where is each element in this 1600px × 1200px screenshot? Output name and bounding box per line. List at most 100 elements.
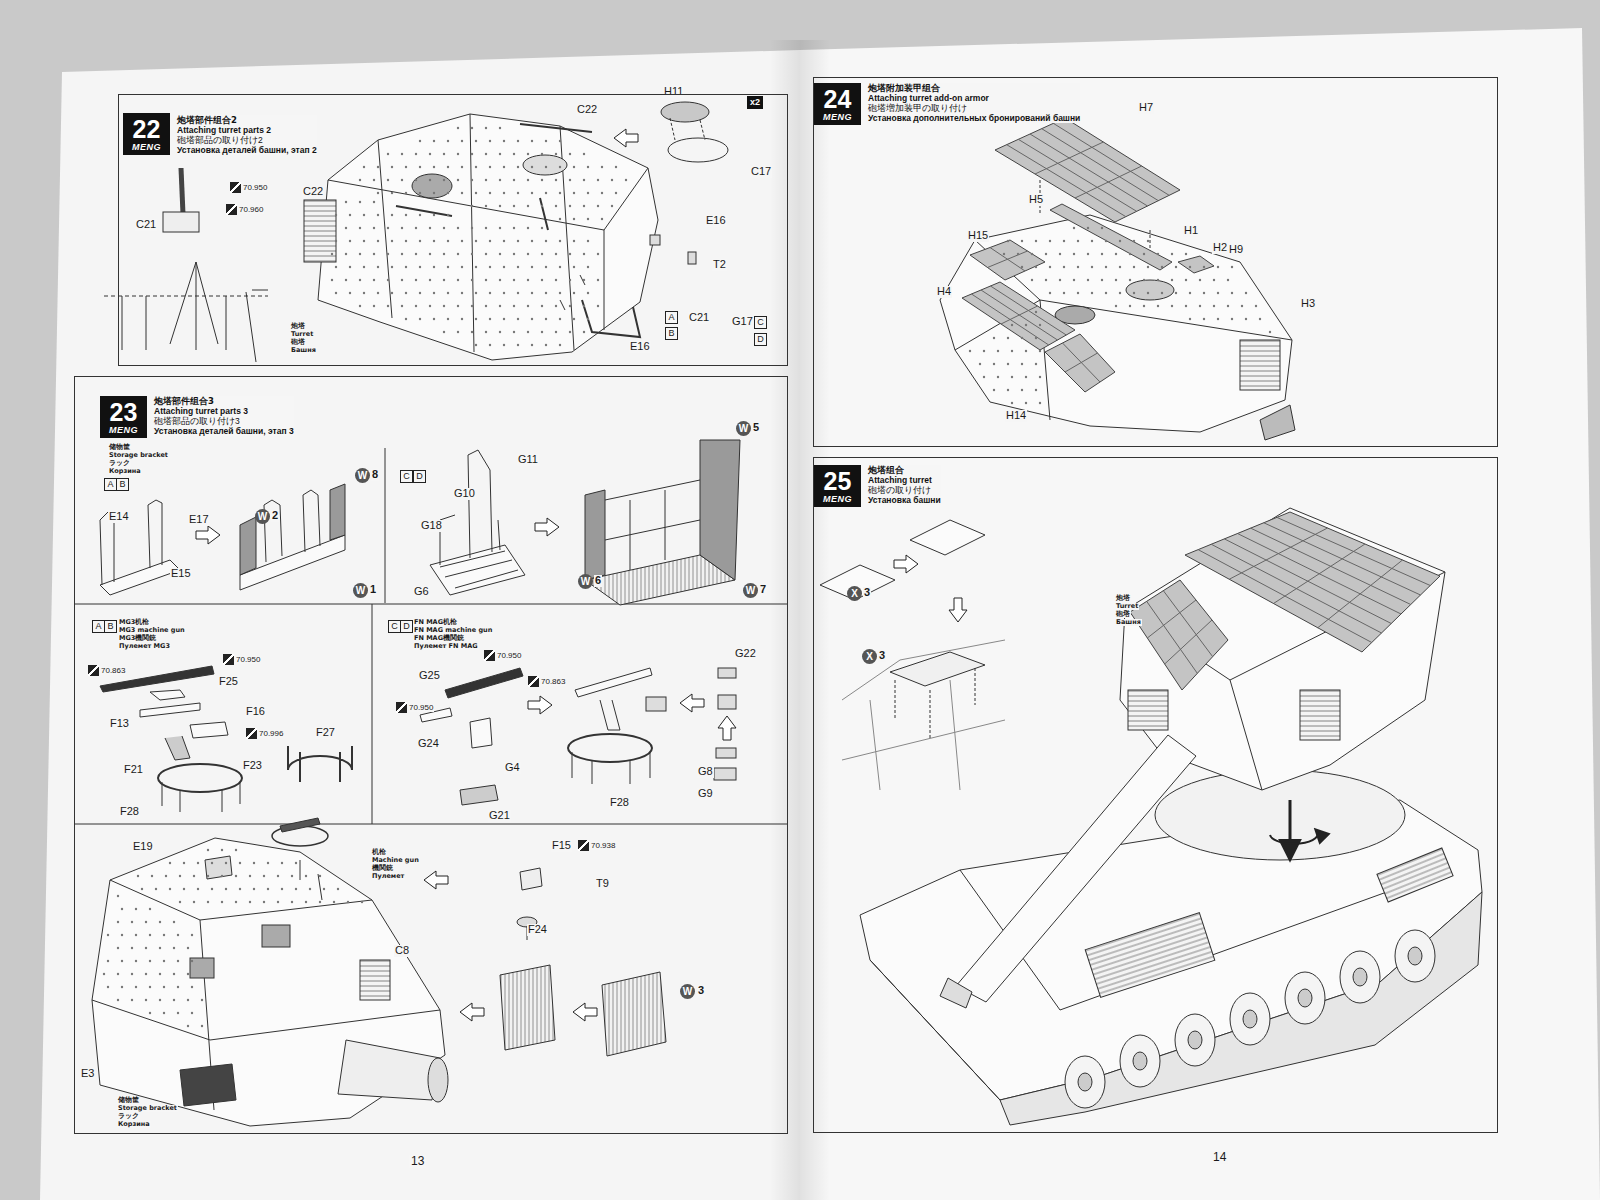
rivet-dot: [611, 205, 613, 207]
rivet-dot: [415, 227, 417, 229]
rivet-dot: [1171, 279, 1173, 281]
step-arrow: [614, 129, 638, 147]
rivet-dot: [373, 201, 375, 203]
step-badge-text: 22MENG: [132, 116, 161, 152]
tank-drawing: [1000, 892, 1482, 1125]
rivet-dot: [281, 888, 283, 890]
rivet-dot: [545, 192, 547, 194]
note-text: 砲塔: [1115, 611, 1131, 618]
rivet-dot: [405, 240, 407, 242]
rivet-dot: [1077, 292, 1079, 294]
rivet-dot: [145, 973, 147, 975]
rivet-dot: [461, 318, 463, 320]
tank-drawing: [940, 978, 972, 1008]
rivet-dot: [429, 227, 431, 229]
rivet-dot: [1035, 266, 1037, 268]
armor-plate: [1185, 512, 1440, 652]
rivet-dot: [1231, 266, 1233, 268]
part-number: C8: [394, 945, 410, 957]
part-number: E17: [188, 514, 210, 526]
rivet-dot: [583, 305, 585, 307]
turret-drawing: [92, 818, 666, 1126]
rivet-dot: [499, 279, 501, 281]
rivet-dot: [331, 253, 333, 255]
step-title: 砲塔増加装甲の取り付け: [868, 103, 1080, 113]
page-sheet: [40, 50, 800, 1200]
machine-gun-drawing: [718, 668, 736, 678]
rivet-dot: [1045, 253, 1047, 255]
rivet-dot: [363, 166, 365, 168]
rivet-dot: [117, 947, 119, 949]
part-number: F24: [527, 924, 548, 936]
rivet-dot: [159, 973, 161, 975]
step-number: 24: [823, 86, 852, 112]
rivet-dot: [461, 292, 463, 294]
rivet-dot: [349, 266, 351, 268]
step-title: 炮塔部件组合2: [177, 115, 317, 125]
rivet-dot: [391, 240, 393, 242]
rivet-dot: [1189, 266, 1191, 268]
rivet-dot: [333, 901, 335, 903]
rivet-dot: [443, 153, 445, 155]
divider: [385, 448, 386, 603]
rivet-dot: [489, 318, 491, 320]
note-text: Корзина: [108, 468, 142, 475]
rivet-dot: [135, 934, 137, 936]
marking-symbol: W: [355, 468, 370, 483]
armor-plate: [1045, 334, 1115, 392]
rivet-dot: [597, 279, 599, 281]
antenna-inset: [181, 168, 183, 214]
rivet-dot: [401, 153, 403, 155]
rivet-dot: [573, 166, 575, 168]
rivet-dot: [587, 240, 589, 242]
turret-drawing: [304, 102, 728, 360]
part-number: H3: [1300, 298, 1316, 310]
rivet-dot: [485, 305, 487, 307]
turret-drawing: [360, 960, 390, 1000]
note-text: Башня: [1115, 619, 1142, 626]
rivet-dot: [253, 888, 255, 890]
rivet-dot: [1035, 311, 1037, 313]
step-title: 砲塔部品の取り付け3: [154, 416, 294, 426]
note-text: 储物筐: [117, 1097, 140, 1104]
rivet-dot: [335, 214, 337, 216]
rivet-dot: [573, 192, 575, 194]
rivet-dot: [457, 227, 459, 229]
rivet-dot: [1059, 279, 1061, 281]
armor-plate-seam: [1063, 343, 1101, 382]
rivet-dot: [471, 305, 473, 307]
turret-drawing: [955, 240, 1292, 420]
machine-gun-drawing: [150, 690, 185, 700]
road-wheel: [1340, 951, 1380, 1003]
rivet-dot: [225, 862, 227, 864]
part-number: G21: [488, 810, 511, 822]
rivet-dot: [993, 363, 995, 365]
rivet-dot: [517, 140, 519, 142]
rivet-dot: [107, 986, 109, 988]
version-letter: A: [665, 311, 678, 324]
turret-drawing: [318, 114, 658, 360]
machine-gun-drawing: [165, 736, 190, 760]
rivet-dot: [461, 266, 463, 268]
rivet-dot: [433, 140, 435, 142]
rivet-dot: [1101, 227, 1103, 229]
rivet-dot: [405, 192, 407, 194]
rivet-dot: [1059, 253, 1061, 255]
rivet-dot: [207, 875, 209, 877]
rivet-dot: [1007, 389, 1009, 391]
rivet-dot: [419, 166, 421, 168]
rivet-dot: [1007, 363, 1009, 365]
tank-drawing: [1300, 690, 1340, 740]
rivet-dot: [1035, 240, 1037, 242]
storage-bracket-drawing: [440, 551, 518, 588]
note-text: 砲塔: [290, 339, 306, 346]
rivet-dot: [471, 179, 473, 181]
rivet-dot: [587, 318, 589, 320]
step-title-block: 炮塔部件组合3Attaching turret parts 3砲塔部品の取り付け…: [154, 396, 294, 436]
wheel-hub: [1408, 947, 1422, 965]
rivet-dot: [545, 166, 547, 168]
rivet-dot: [267, 862, 269, 864]
machine-gun-drawing: [190, 722, 228, 738]
step-title: Attaching turret parts 3: [154, 406, 294, 416]
